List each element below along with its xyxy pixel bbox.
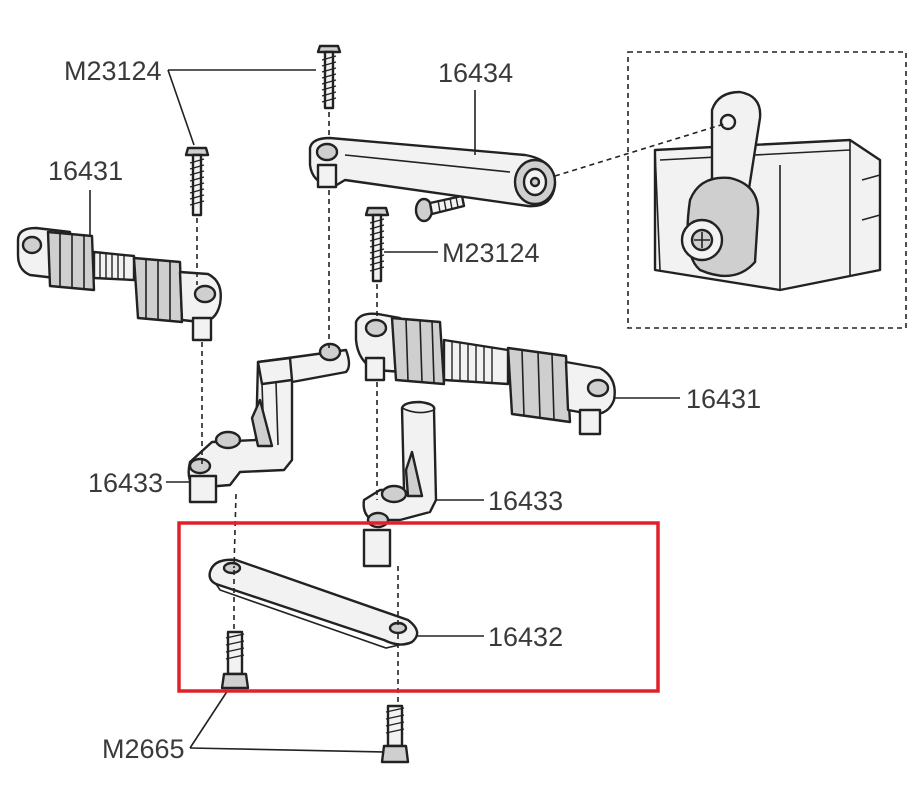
rod-16431-right <box>354 312 616 436</box>
label-bellcrank-right: 16433 <box>488 486 563 516</box>
screw-horizontal <box>414 194 466 223</box>
highlight-box <box>177 521 660 693</box>
label-rod-right: 16431 <box>686 384 761 414</box>
label-pivot-screw: M2665 <box>102 734 185 764</box>
label-rod-left: 16431 <box>48 156 123 186</box>
screw-m2665-left <box>220 630 250 690</box>
label-screw-top: M23124 <box>64 56 162 86</box>
servo-detail <box>627 51 907 329</box>
label-drag-link: 16432 <box>488 622 563 652</box>
screw-middle <box>364 206 390 283</box>
label-link-16434: 16434 <box>438 58 513 88</box>
bellcrank-16433-right <box>362 400 438 568</box>
label-bellcrank-left: 16433 <box>88 468 163 498</box>
drag-link-16432 <box>208 558 419 649</box>
assembly-axes <box>196 112 725 706</box>
screw-top <box>316 44 342 110</box>
servo-inset-box <box>627 51 907 329</box>
label-screw-middle: M23124 <box>442 238 540 268</box>
rod-16431-left <box>16 226 222 342</box>
bellcrank-16433-left <box>187 342 351 504</box>
screw-m2665-right <box>380 704 410 764</box>
screw-left <box>184 146 210 217</box>
link-16434 <box>308 136 557 208</box>
leader-lines <box>89 69 680 753</box>
